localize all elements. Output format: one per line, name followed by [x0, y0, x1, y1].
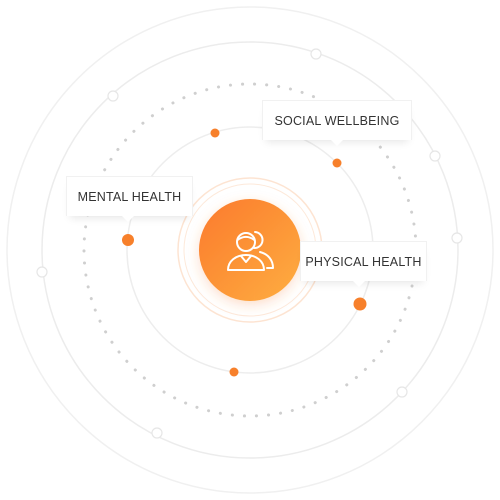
ring-node: [107, 90, 119, 102]
people-icon: [227, 231, 274, 271]
outer-ring: [6, 6, 494, 494]
orange-node: [210, 128, 220, 138]
ring-node: [451, 232, 463, 244]
second-ring: [41, 41, 459, 459]
label-physical-health: PHYSICAL HEALTH: [300, 241, 427, 287]
orange-node: [229, 367, 239, 377]
ring-node: [310, 48, 322, 60]
ring-node: [396, 386, 408, 398]
ring-node: [429, 150, 441, 162]
orange-node: [122, 234, 134, 246]
label-mental-health: MENTAL HEALTH: [66, 176, 193, 222]
orange-node: [353, 297, 367, 311]
label-social-wellbeing: SOCIAL WELLBEING: [262, 100, 412, 146]
orange-node: [332, 158, 342, 168]
ring-node: [36, 266, 48, 278]
ring-node: [151, 427, 163, 439]
